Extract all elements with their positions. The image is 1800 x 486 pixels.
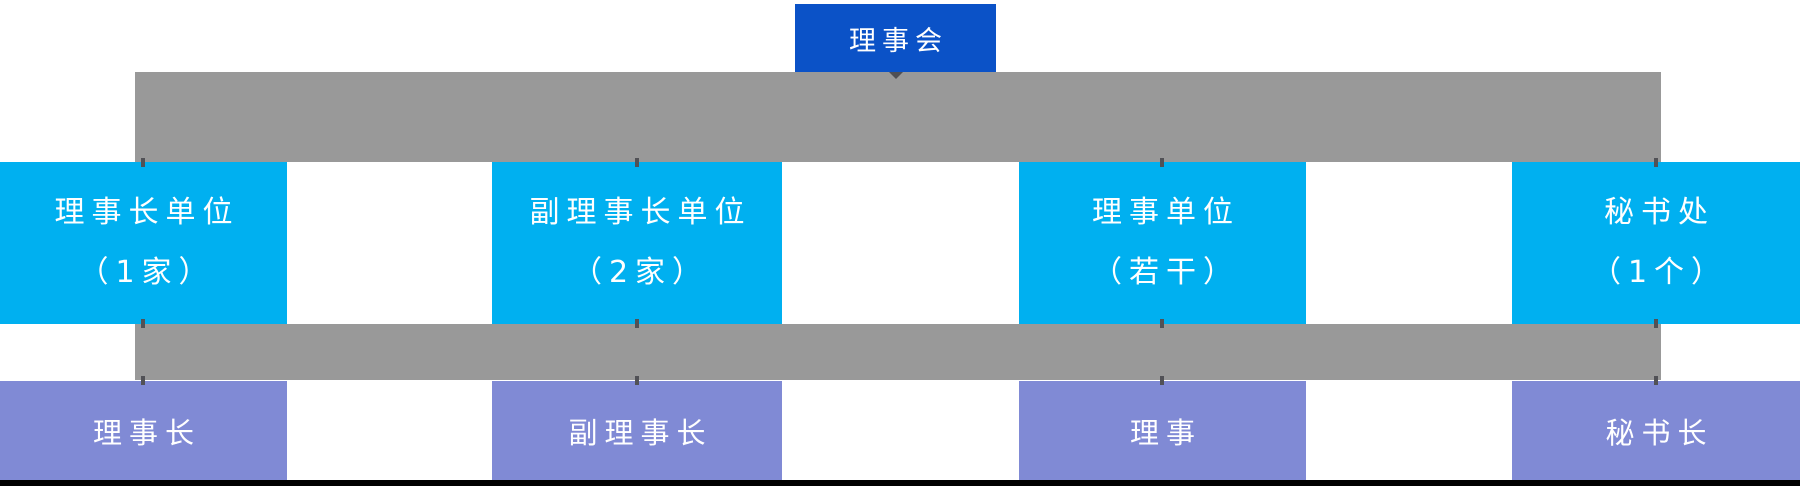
unit-count: （若干） bbox=[1092, 255, 1240, 290]
role-box-chairman: 理事长 bbox=[0, 381, 287, 480]
connector-tick-icon bbox=[1654, 376, 1658, 385]
connector-tick-icon bbox=[635, 158, 639, 167]
role-box-director: 理事 bbox=[1019, 381, 1306, 480]
connector-tick-icon bbox=[1654, 158, 1658, 167]
connector-bar-upper bbox=[135, 72, 1661, 162]
unit-name: 副理事长单位 bbox=[529, 195, 752, 230]
connector-tick-icon bbox=[635, 319, 639, 328]
connector-tick-icon bbox=[1160, 158, 1164, 167]
connector-bar-lower bbox=[135, 324, 1661, 380]
unit-box-vice-chairman-unit: 副理事长单位 （2家） bbox=[492, 162, 782, 324]
role-label: 秘书长 bbox=[1605, 415, 1714, 450]
unit-name: 理事长单位 bbox=[54, 195, 240, 230]
council-box: 理事会 bbox=[795, 4, 996, 72]
bottom-baseline bbox=[0, 480, 1800, 486]
connector-tick-icon bbox=[1160, 376, 1164, 385]
connector-tick-icon bbox=[141, 158, 145, 167]
connector-tick-icon bbox=[141, 319, 145, 328]
role-label: 副理事长 bbox=[568, 415, 713, 450]
connector-arrowhead-icon bbox=[889, 72, 903, 79]
unit-box-chairman-unit: 理事长单位 （1家） bbox=[0, 162, 287, 324]
unit-count: （1家） bbox=[78, 255, 216, 290]
unit-count: （2家） bbox=[571, 255, 710, 290]
connector-tick-icon bbox=[1654, 319, 1658, 328]
role-label: 理事 bbox=[1129, 415, 1202, 450]
connector-tick-icon bbox=[1160, 319, 1164, 328]
connector-tick-icon bbox=[141, 376, 145, 385]
council-label: 理事会 bbox=[849, 25, 948, 57]
unit-name: 理事单位 bbox=[1092, 195, 1240, 230]
unit-name: 秘书处 bbox=[1604, 195, 1715, 230]
role-label: 理事长 bbox=[92, 415, 201, 450]
connector-tick-icon bbox=[635, 376, 639, 385]
role-box-secretary-general: 秘书长 bbox=[1512, 381, 1800, 480]
role-box-vice-chairman: 副理事长 bbox=[492, 381, 782, 480]
unit-box-director-unit: 理事单位 （若干） bbox=[1019, 162, 1306, 324]
unit-box-secretariat: 秘书处 （1个） bbox=[1512, 162, 1800, 324]
unit-count: （1个） bbox=[1590, 255, 1729, 290]
